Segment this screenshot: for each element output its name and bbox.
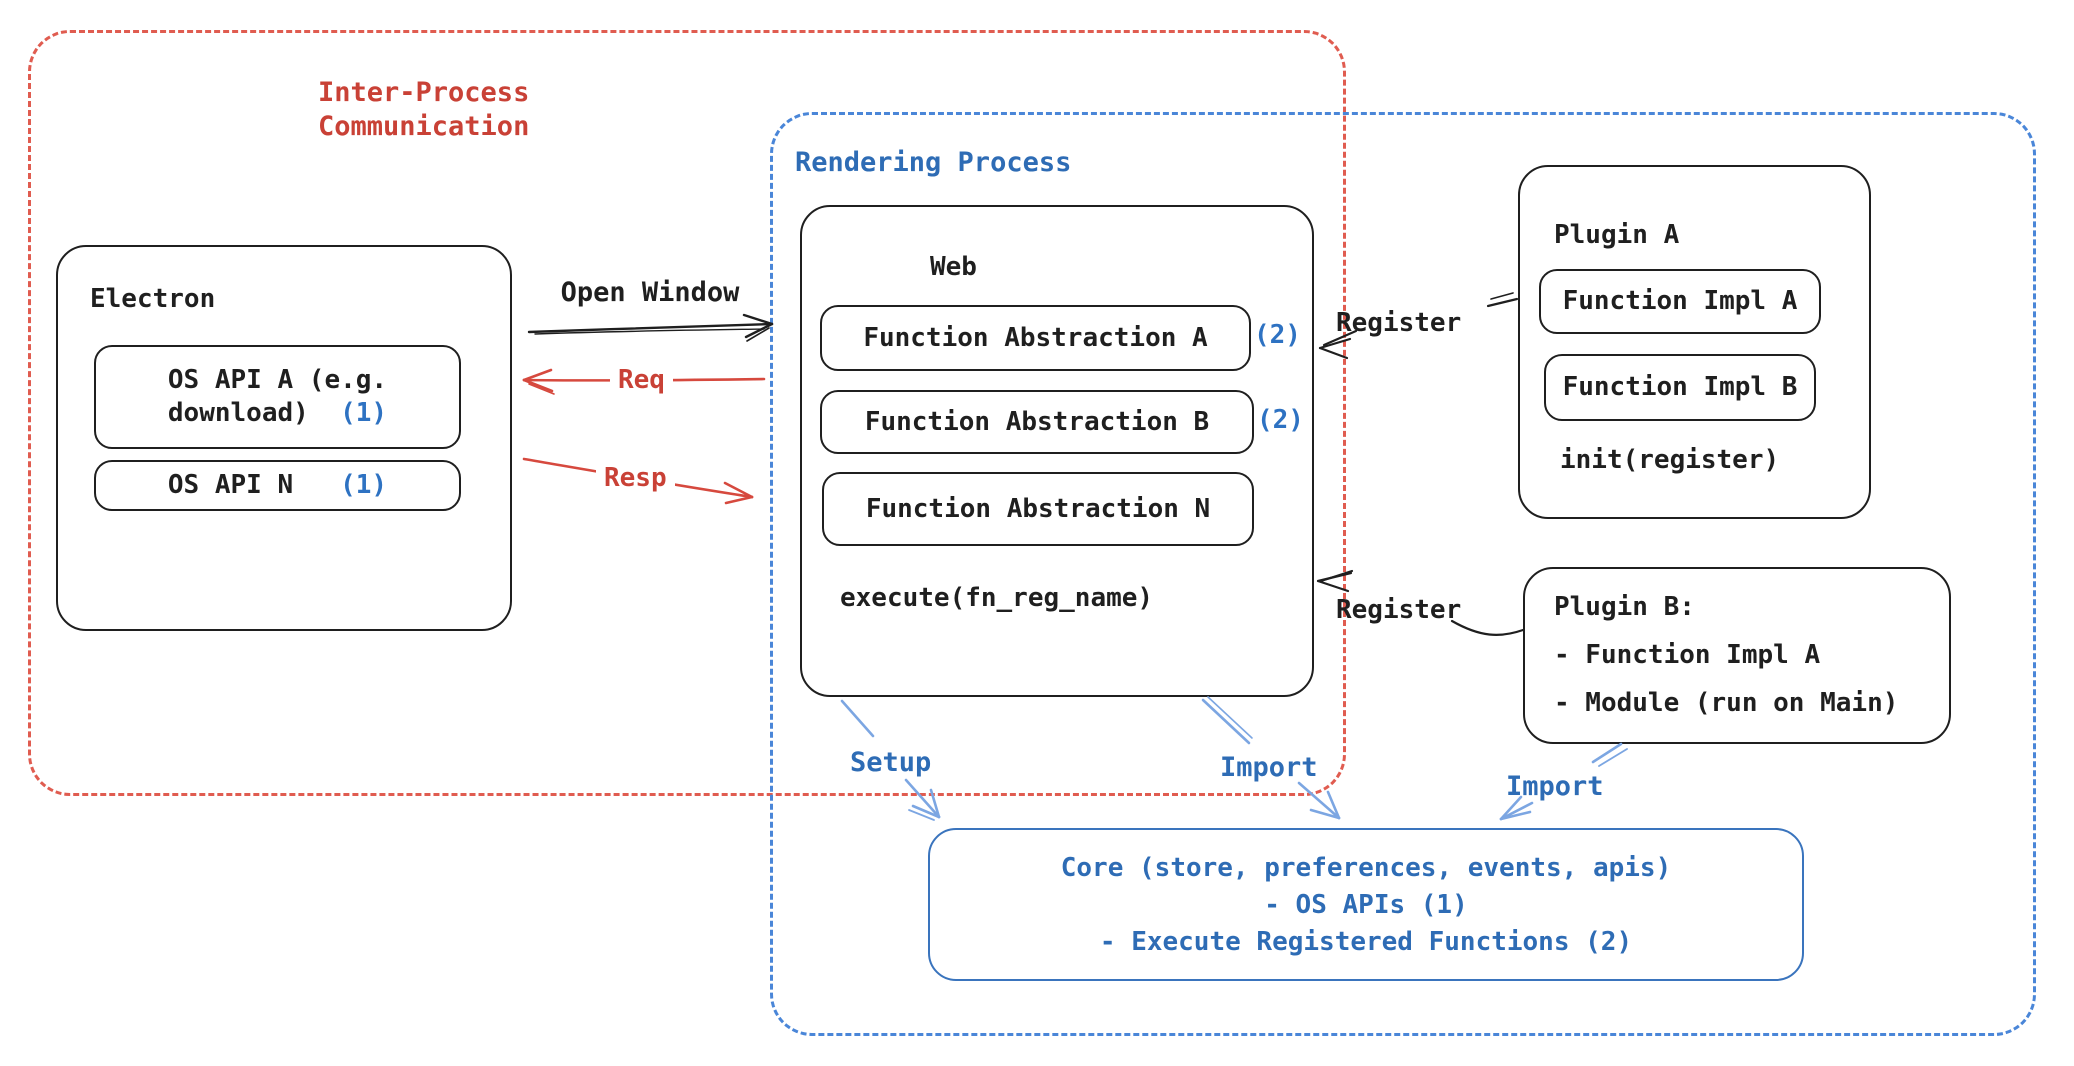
os-api-n-box: OS API N (1) (94, 460, 461, 511)
import-plugin-b-label: Import (1506, 771, 1604, 802)
plugin-a-title: Plugin A (1554, 220, 1680, 250)
function-abstraction-b-label: Function Abstraction B (864, 406, 1210, 437)
ipc-region-label: Inter-Process Communication (318, 76, 529, 144)
core-line2: - OS APIs (1) (1264, 889, 1468, 920)
register-plugin-a-label: Register (1336, 308, 1462, 338)
os-api-a-box: OS API A (e.g. download) (1) (94, 345, 461, 449)
plugin-b-item-function-impl-a: - Function Impl A (1554, 640, 1821, 670)
web-title: Web (930, 252, 977, 282)
function-impl-a-label: Function Impl A (1562, 286, 1798, 316)
os-api-n-label: OS API N (1) (167, 470, 388, 500)
rendering-process-dashed-region (770, 112, 2036, 1036)
function-impl-b-label: Function Impl B (1562, 372, 1798, 402)
function-abstraction-b-box: Function Abstraction B (820, 390, 1254, 454)
import-web-label: Import (1220, 752, 1318, 783)
function-abstraction-b-badge: (2) (1257, 405, 1304, 435)
register-plugin-b-label: Register (1336, 595, 1462, 625)
electron-title: Electron (90, 284, 216, 314)
os-api-a-line2: download) (1) (167, 398, 388, 428)
os-api-a-badge: (1) (340, 398, 388, 428)
web-box: Web Function Abstraction A (2) Function … (800, 205, 1314, 697)
os-api-a-line1: OS API A (e.g. (167, 365, 388, 395)
open-window-label: Open Window (560, 277, 740, 308)
plugin-b-box: Plugin B: - Function Impl A - Module (ru… (1523, 567, 1951, 744)
plugin-a-box: Plugin A Function Impl A Function Impl B… (1518, 165, 1871, 519)
os-api-n-badge: (1) (340, 470, 388, 500)
resp-label: Resp (596, 462, 675, 495)
ipc-label-line2: Communication (318, 110, 530, 142)
function-abstraction-n-label: Function Abstraction N (865, 493, 1211, 524)
ipc-dashed-region (28, 30, 1346, 796)
function-impl-a-box: Function Impl A (1539, 269, 1821, 334)
function-abstraction-a-label: Function Abstraction A (863, 322, 1208, 353)
ipc-label-line1: Inter-Process (318, 77, 530, 108)
function-abstraction-a-box: Function Abstraction A (820, 305, 1251, 371)
core-line1: Core (store, preferences, events, apis) (1060, 852, 1672, 883)
execute-label: execute(fn_reg_name) (840, 583, 1154, 613)
core-box: Core (store, preferences, events, apis) … (928, 828, 1804, 981)
os-api-a-label: OS API A (e.g. download) (1) (168, 364, 387, 430)
setup-label: Setup (850, 747, 932, 778)
core-line3: - Execute Registered Functions (2) (1099, 926, 1633, 957)
plugin-b-item-module: - Module (run on Main) (1554, 688, 1899, 718)
plugin-b-title: Plugin B: (1554, 592, 1695, 622)
rendering-process-label: Rendering Process (795, 147, 1072, 178)
init-register-label: init(register) (1560, 445, 1780, 475)
function-abstraction-n-box: Function Abstraction N (822, 472, 1254, 546)
electron-box: Electron OS API A (e.g. download) (1) OS… (56, 245, 512, 631)
function-impl-b-box: Function Impl B (1544, 354, 1816, 421)
req-label: Req (610, 364, 673, 397)
function-abstraction-a-badge: (2) (1254, 320, 1301, 350)
